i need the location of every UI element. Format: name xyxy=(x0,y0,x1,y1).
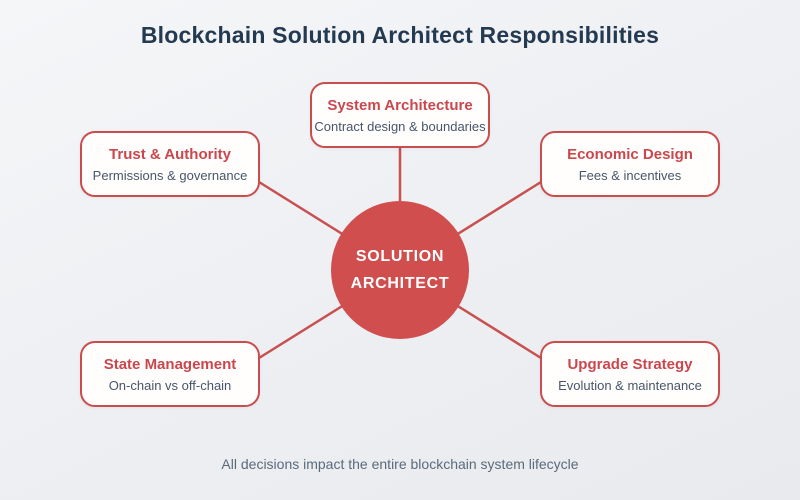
node-title: Upgrade Strategy xyxy=(567,355,693,373)
node-title: System Architecture xyxy=(327,96,473,114)
node-state-management: State Management On-chain vs off-chain xyxy=(80,341,260,407)
node-system-architecture: System Architecture Contract design & bo… xyxy=(310,82,490,148)
node-upgrade-strategy: Upgrade Strategy Evolution & maintenance xyxy=(540,341,720,407)
node-subtitle: Permissions & governance xyxy=(92,167,248,183)
footer-caption: All decisions impact the entire blockcha… xyxy=(221,456,579,472)
node-title: Trust & Authority xyxy=(109,145,231,163)
node-title: State Management xyxy=(103,355,237,373)
hub-label-line2: ARCHITECT xyxy=(350,275,450,292)
node-subtitle: Evolution & maintenance xyxy=(558,377,702,393)
node-subtitle: Fees & incentives xyxy=(578,167,682,183)
solution-architect-hub: SOLUTION ARCHITECT xyxy=(331,201,469,339)
page-title: Blockchain Solution Architect Responsibi… xyxy=(140,22,660,48)
node-subtitle: Contract design & boundaries xyxy=(314,118,486,134)
node-title: Economic Design xyxy=(567,145,693,163)
node-subtitle: On-chain vs off-chain xyxy=(108,377,232,393)
node-trust-authority: Trust & Authority Permissions & governan… xyxy=(80,131,260,197)
hub-label-line1: SOLUTION xyxy=(355,248,445,265)
node-economic-design: Economic Design Fees & incentives xyxy=(540,131,720,197)
